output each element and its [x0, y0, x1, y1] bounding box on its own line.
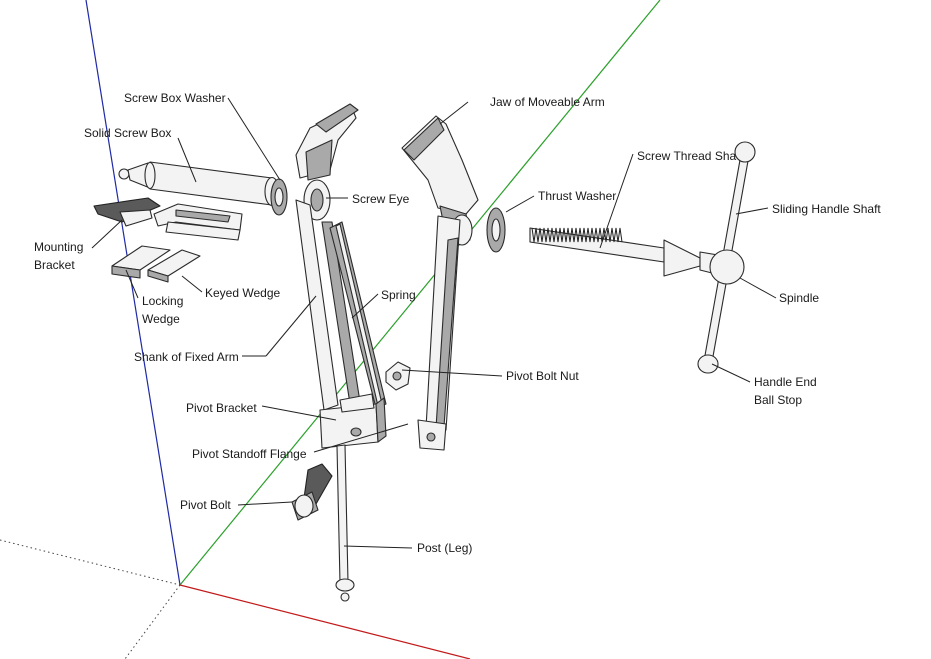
- label-keyed-wedge: Keyed Wedge: [205, 286, 280, 300]
- label-pivot-standoff-flange: Pivot Standoff Flange: [192, 447, 307, 461]
- solid-screw-box-part: [118, 161, 280, 207]
- screw-box-keeper-part: [153, 203, 243, 241]
- pivot-bolt-nut-part: [385, 361, 411, 391]
- label-shank-fixed-arm: Shank of Fixed Arm: [134, 350, 239, 364]
- label-mounting-bracket-line2: Bracket: [34, 258, 75, 272]
- label-handle-end-line2: Ball Stop: [754, 393, 802, 407]
- locking-wedge-part: [111, 245, 171, 279]
- green-axis: [179, 0, 661, 586]
- label-spring: Spring: [381, 288, 416, 302]
- red-axis: [179, 584, 471, 659]
- label-spindle: Spindle: [779, 291, 819, 305]
- label-locking-wedge-line1: Locking: [142, 294, 183, 308]
- label-screw-eye: Screw Eye: [352, 192, 410, 206]
- label-screw-thread-shaft: Screw Thread Sha: [637, 149, 736, 163]
- blue-axis: [85, 0, 181, 586]
- label-sliding-handle-shaft: Sliding Handle Shaft: [772, 202, 881, 216]
- label-post-leg: Post (Leg): [417, 541, 472, 555]
- label-handle-end-line1: Handle End: [754, 375, 817, 389]
- handle-part: [697, 141, 756, 374]
- label-pivot-bracket: Pivot Bracket: [186, 401, 257, 415]
- label-locking-wedge-line2: Wedge: [142, 312, 180, 326]
- keyed-wedge-part: [147, 249, 201, 283]
- label-pivot-bolt: Pivot Bolt: [180, 498, 231, 512]
- dotted-axis-down: [124, 584, 181, 659]
- fixed-arm-part: [295, 103, 361, 411]
- mounting-bracket-part: [93, 197, 161, 227]
- part-labels: Screw Box Washer Solid Screw Box Jaw of …: [34, 91, 881, 555]
- thrust-washer-part: [486, 207, 506, 253]
- pivot-bolt-part: [291, 463, 333, 521]
- label-screw-box-washer: Screw Box Washer: [124, 91, 226, 105]
- label-thrust-washer: Thrust Washer: [538, 189, 616, 203]
- post-leg-part: [335, 444, 355, 602]
- dotted-axis-left: [0, 539, 181, 586]
- screw-thread-shaft-part: [529, 227, 701, 277]
- label-solid-screw-box: Solid Screw Box: [84, 126, 171, 140]
- leader-lines: [91, 97, 777, 549]
- moveable-arm-part: [401, 115, 479, 451]
- model-axes: [0, 0, 661, 659]
- label-pivot-bolt-nut: Pivot Bolt Nut: [506, 369, 579, 383]
- screw-box-washer-part: [270, 178, 288, 216]
- label-jaw-moveable-arm: Jaw of Moveable Arm: [490, 95, 605, 109]
- label-mounting-bracket-line1: Mounting: [34, 240, 83, 254]
